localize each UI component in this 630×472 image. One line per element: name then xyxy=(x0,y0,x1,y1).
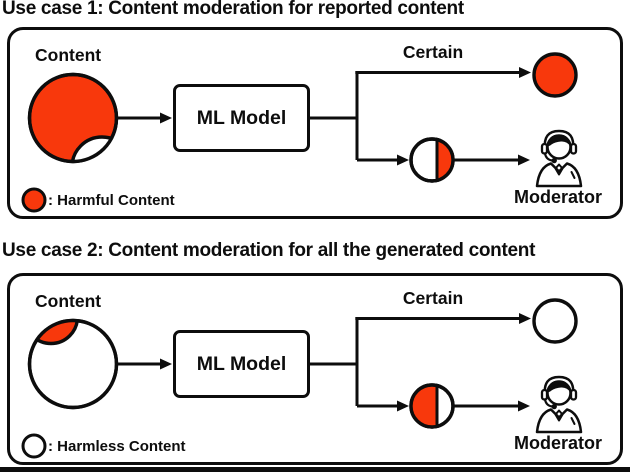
arrowhead-icon xyxy=(160,112,172,124)
content-label: Content xyxy=(35,45,102,65)
uncertain-circle-icon xyxy=(409,383,455,429)
content-label: Content xyxy=(35,291,102,311)
ml-model-box: ML Model xyxy=(173,84,310,152)
moderator-icon xyxy=(535,375,583,434)
use-case-2-panel: Content Certain ML Model Moderator : Har… xyxy=(7,273,623,465)
use-case-2-diagram xyxy=(21,298,583,459)
arrowhead-icon xyxy=(519,67,531,78)
harmful-legend-dot-icon xyxy=(21,187,47,213)
uncertain-circle-outline xyxy=(409,137,455,183)
certain-label: Certain xyxy=(402,42,464,62)
moderator-label: Moderator xyxy=(513,187,602,207)
arrowhead-icon xyxy=(518,154,530,166)
use-case-1-diagram xyxy=(21,52,583,213)
ml-model-box: ML Model xyxy=(173,330,310,398)
ml-model-label: ML Model xyxy=(196,106,287,129)
moderator-label: Moderator xyxy=(513,433,602,453)
moderator-icon xyxy=(535,129,583,188)
harmless-legend-dot-icon xyxy=(21,433,47,459)
content-circle-outline xyxy=(27,72,119,164)
legend-label: : Harmless Content xyxy=(48,438,186,455)
use-case-1-title: Use case 1: Content moderation for repor… xyxy=(2,0,464,19)
arrowhead-icon xyxy=(397,154,409,166)
certain-output-circle xyxy=(532,52,578,98)
certain-label: Certain xyxy=(402,288,464,308)
arrowhead-icon xyxy=(397,400,409,412)
certain-output-circle xyxy=(532,298,578,344)
use-case-1-panel: Content Certain ML Model Moderator : Har… xyxy=(7,27,623,219)
arrowhead-icon xyxy=(518,400,530,412)
content-circle-icon xyxy=(27,72,119,164)
content-circle-harmless-slice xyxy=(70,135,117,162)
ml-model-label: ML Model xyxy=(196,352,287,375)
legend-label: : Harmful Content xyxy=(48,192,175,209)
content-circle-outline xyxy=(27,318,119,410)
use-case-2-title: Use case 2: Content moderation for all t… xyxy=(2,240,536,261)
cropped-bottom-edge-bar xyxy=(0,467,630,472)
uncertain-harmful-segment xyxy=(411,385,437,427)
uncertain-circle-outline xyxy=(409,383,455,429)
uncertain-circle-icon xyxy=(409,137,455,183)
arrowhead-icon xyxy=(160,358,172,370)
arrowhead-icon xyxy=(519,313,531,324)
